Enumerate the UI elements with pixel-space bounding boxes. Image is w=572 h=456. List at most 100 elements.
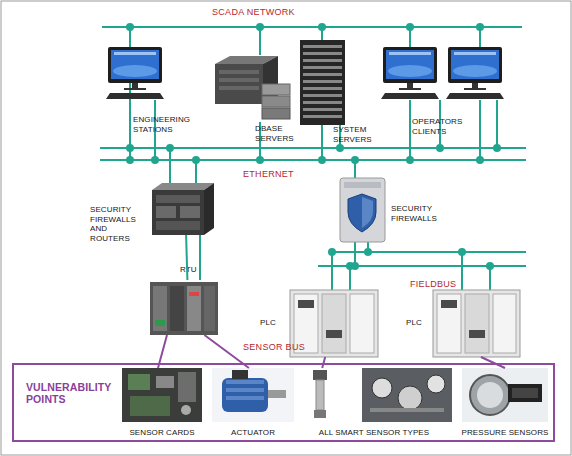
system-server-icon (303, 59, 342, 62)
router-rack-icon (156, 221, 200, 230)
node-label: ACTUATOR (203, 428, 303, 438)
rtu-icon (170, 286, 184, 331)
system-server-icon (303, 115, 342, 118)
plc-icon (350, 294, 374, 353)
router-rack-icon (180, 206, 200, 218)
plc-icon (441, 300, 457, 308)
bus-junction (406, 23, 414, 31)
bus-label: SENSOR BUS (243, 342, 305, 352)
monitor-icon (446, 47, 504, 99)
bus-label: SCADA NETWORK (212, 7, 295, 17)
rtu-icon (187, 286, 201, 331)
sensor-card-photo (178, 372, 196, 402)
sensor-card-photo (122, 368, 202, 422)
firewall-node: SECURITY FIREWALLS (338, 178, 388, 242)
firewall-server-icon (362, 197, 373, 228)
actuator-photo (226, 396, 264, 400)
server-node: SYSTEM SERVERS (300, 40, 345, 125)
bus-line (100, 147, 526, 149)
firewall-server-icon (340, 178, 385, 242)
node-label: PLC (406, 318, 432, 328)
smart-sensor-photo (398, 386, 422, 410)
database-server-icon (219, 86, 259, 90)
bus-junction (166, 144, 174, 152)
actuator-photo (212, 368, 294, 422)
bus-junction (493, 144, 501, 152)
router-rack-icon (156, 206, 176, 218)
actuator-photo (268, 390, 286, 398)
smart-sensor-photo (313, 368, 452, 422)
system-server-icon (303, 73, 342, 76)
router-rack-icon (152, 183, 214, 235)
system-server-icon (303, 66, 342, 69)
plc-icon (298, 300, 314, 308)
router-rack-icon (152, 190, 204, 235)
system-server-icon (303, 101, 342, 104)
bus-line (330, 251, 526, 253)
database-server-icon (262, 96, 290, 107)
bus-junction (126, 23, 501, 270)
router-node: SECURITY FIREWALLS AND ROUTERS (152, 183, 214, 235)
smart-sensor-photo (316, 380, 324, 410)
bus-junction (351, 156, 359, 164)
system-server-icon (303, 45, 342, 48)
device-node: SENSOR CARDS (122, 368, 202, 422)
pressure-sensor-photo (462, 368, 548, 422)
plc-icon (433, 290, 520, 357)
sensor-card-photo (181, 405, 191, 415)
sensor-bus-link (322, 357, 325, 368)
bus-junction (476, 23, 484, 31)
database-server-icon (262, 84, 290, 95)
node-label: SECURITY FIREWALLS AND ROUTERS (90, 205, 146, 243)
pressure-sensor-photo (508, 384, 542, 402)
plc-icon (469, 330, 485, 338)
system-server-icon (303, 80, 342, 83)
bus-junction (436, 144, 444, 152)
bus-junction (328, 248, 336, 256)
rtu-icon (189, 292, 199, 296)
bus-label: FIELDBUS (410, 279, 456, 289)
device-node: ACTUATOR (212, 368, 294, 422)
bus-line (100, 159, 526, 161)
rtu-icon (153, 286, 167, 331)
system-server-icon (303, 87, 342, 90)
database-server-icon (219, 70, 259, 74)
device-node: ALL SMART SENSOR TYPES (307, 368, 459, 422)
actuator-photo (226, 388, 264, 392)
plc-icon (437, 294, 461, 353)
system-server-icon (300, 40, 345, 125)
node-label: OPERATORS CLIENTS (412, 117, 472, 136)
actuator-photo (232, 370, 248, 379)
bus-junction (318, 23, 326, 31)
plc-icon (290, 290, 520, 357)
pressure-sensor-photo (462, 368, 548, 422)
bus-junction (346, 262, 354, 270)
bus-junction (192, 156, 200, 164)
system-server-icon (303, 108, 342, 111)
router-rack-icon (204, 183, 214, 235)
workstation-node: ENGINEERING STATIONS (108, 47, 162, 100)
firewall-server-icon (340, 178, 385, 242)
system-server-icon (303, 52, 342, 55)
rtu-icon (150, 282, 218, 335)
monitor-icon (106, 47, 164, 99)
network-link (186, 235, 187, 280)
pressure-sensor-photo (477, 382, 503, 408)
bus-line (100, 27, 526, 290)
plc-icon (322, 294, 346, 353)
smart-sensor-photo (314, 410, 326, 418)
bus-junction (458, 248, 466, 256)
smart-sensor-photo (372, 378, 392, 398)
smart-sensor-photo (370, 408, 444, 412)
router-rack-icon (156, 195, 200, 203)
node-label: RTU (180, 265, 210, 275)
rtu-node: RTU (150, 280, 218, 335)
node-label: SECURITY FIREWALLS (391, 204, 446, 223)
device-node: PRESSURE SENSORS (462, 368, 548, 422)
bus-line (461, 252, 463, 290)
bus-junction (336, 144, 344, 152)
sensor-card-photo (156, 376, 174, 388)
bus-line (199, 235, 201, 280)
sensor-bus-link (481, 357, 505, 368)
